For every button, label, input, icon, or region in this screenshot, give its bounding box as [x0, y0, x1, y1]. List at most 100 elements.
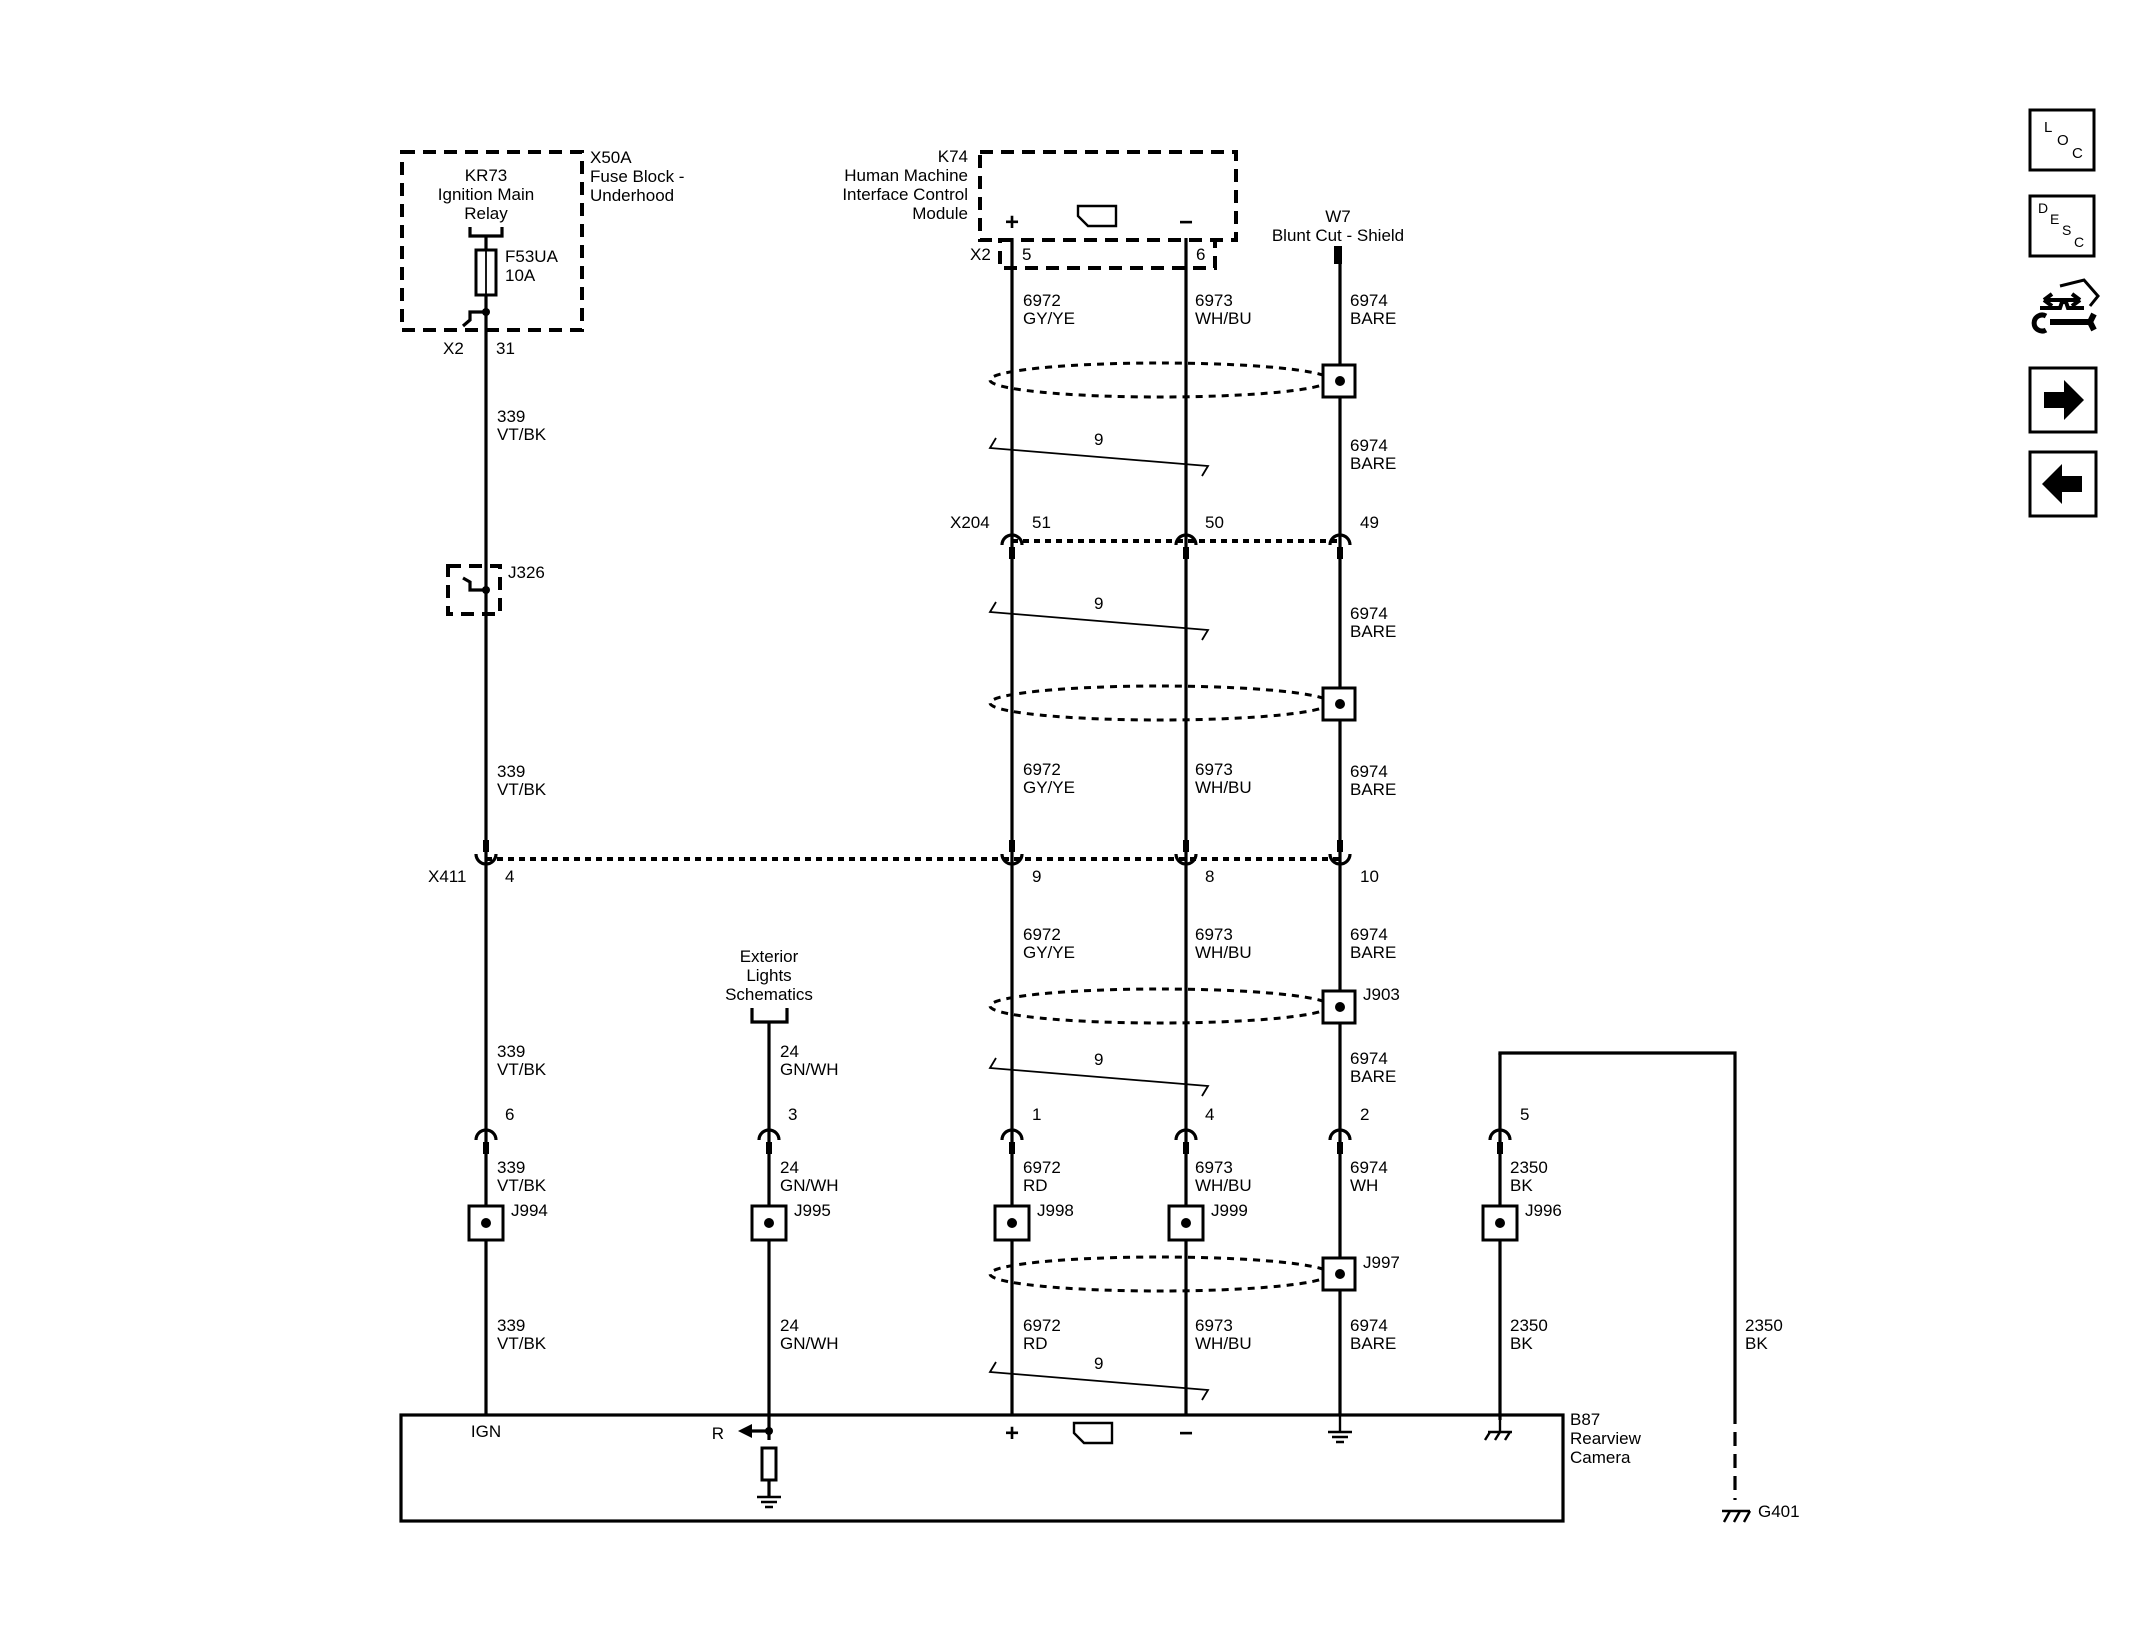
- camera-plus-terminal: +: [1005, 1420, 1019, 1447]
- x411-pin-symbols: [474, 840, 1352, 866]
- j326-node: [482, 586, 490, 594]
- splice-j998: J998: [993, 1201, 1074, 1242]
- camera-ign-terminal: IGN: [471, 1422, 501, 1441]
- fuse-connector-stub: [461, 310, 486, 328]
- splice-j999: J999: [1167, 1201, 1248, 1242]
- w7-blunt-cut: [1334, 246, 1342, 264]
- service-icon[interactable]: [2031, 278, 2100, 334]
- camera-pin-1: 1: [1032, 1105, 1041, 1124]
- camera-r-terminal: R: [712, 1424, 724, 1443]
- svg-text:J999: J999: [1211, 1201, 1248, 1220]
- x204-pin-symbols: [1000, 533, 1352, 559]
- j326-outline: [446, 564, 502, 616]
- x411-pin-10: 10: [1360, 867, 1379, 886]
- desc-button[interactable]: D E S C: [2028, 194, 2096, 258]
- twisted-pair-marker-1: 9: [988, 430, 1210, 477]
- svg-text:J995: J995: [794, 1201, 831, 1220]
- camera-r-arrow: [738, 1424, 752, 1438]
- x204-pin-49: 49: [1360, 513, 1379, 532]
- x204-pin-50: 50: [1205, 513, 1224, 532]
- shield-ellipse-1: [988, 361, 1332, 399]
- splice-j997-node: [1335, 1269, 1345, 1279]
- shield-splice-node-1: [1335, 376, 1345, 386]
- next-arrow-button[interactable]: [2028, 366, 2098, 434]
- x204-connector-name: X204: [950, 513, 990, 532]
- camera-shield-ground-icon: [1328, 1415, 1352, 1444]
- k74-plus-terminal: +: [1005, 209, 1019, 236]
- camera-video-icon: [1072, 1421, 1114, 1445]
- prev-arrow-button[interactable]: [2028, 450, 2098, 518]
- loc-letter-o: O: [2057, 132, 2069, 149]
- x204-pin-51: 51: [1032, 513, 1051, 532]
- desc-letter-d: D: [2038, 200, 2048, 216]
- loc-button[interactable]: L O C: [2028, 108, 2096, 172]
- b87-camera-outline: [399, 1413, 1565, 1523]
- g401-label: G401: [1758, 1502, 1800, 1521]
- loc-letter-c: C: [2072, 145, 2083, 162]
- shield-ellipse-2: [988, 684, 1332, 722]
- shield-ellipse-4: [988, 1255, 1332, 1293]
- camera-r-node: [765, 1427, 773, 1435]
- fuse-block-outline: [400, 150, 584, 332]
- wire-lines: [484, 238, 1737, 1500]
- x411-connector-name: X411: [428, 867, 466, 886]
- twisted-pair-marker-2: 9: [988, 594, 1210, 641]
- svg-text:9: 9: [1094, 594, 1103, 613]
- svg-text:J996: J996: [1525, 1201, 1562, 1220]
- camera-connector-pin-symbols: [474, 1128, 1512, 1154]
- x2-k74-pin-minus: 6: [1196, 245, 1205, 264]
- j997-label: J997: [1363, 1253, 1400, 1272]
- splice-j996: J996: [1481, 1201, 1562, 1242]
- svg-text:J994: J994: [511, 1201, 548, 1220]
- k74-video-icon: [1076, 204, 1118, 228]
- x411-pin-8: 8: [1205, 867, 1214, 886]
- x411-pin-9: 9: [1032, 867, 1041, 886]
- splice-j903-node: [1335, 1002, 1345, 1012]
- splice-j994: J994: [467, 1201, 548, 1242]
- desc-letter-e: E: [2050, 211, 2059, 227]
- splice-j995: J995: [750, 1201, 831, 1242]
- twisted-pair-marker-4: 9: [988, 1354, 1210, 1401]
- shield-splice-2: [1321, 686, 1357, 722]
- prev-arrow-icon: [2042, 464, 2082, 504]
- relay-contact-symbol: [468, 227, 504, 250]
- camera-r-resistor: [760, 1446, 778, 1482]
- k74-connector-outline: [998, 238, 1217, 270]
- camera-pin-5: 5: [1520, 1105, 1529, 1124]
- k74-minus-terminal: −: [1179, 209, 1193, 236]
- x2-fuse-pin: 31: [496, 339, 515, 358]
- svg-text:9: 9: [1094, 1354, 1103, 1373]
